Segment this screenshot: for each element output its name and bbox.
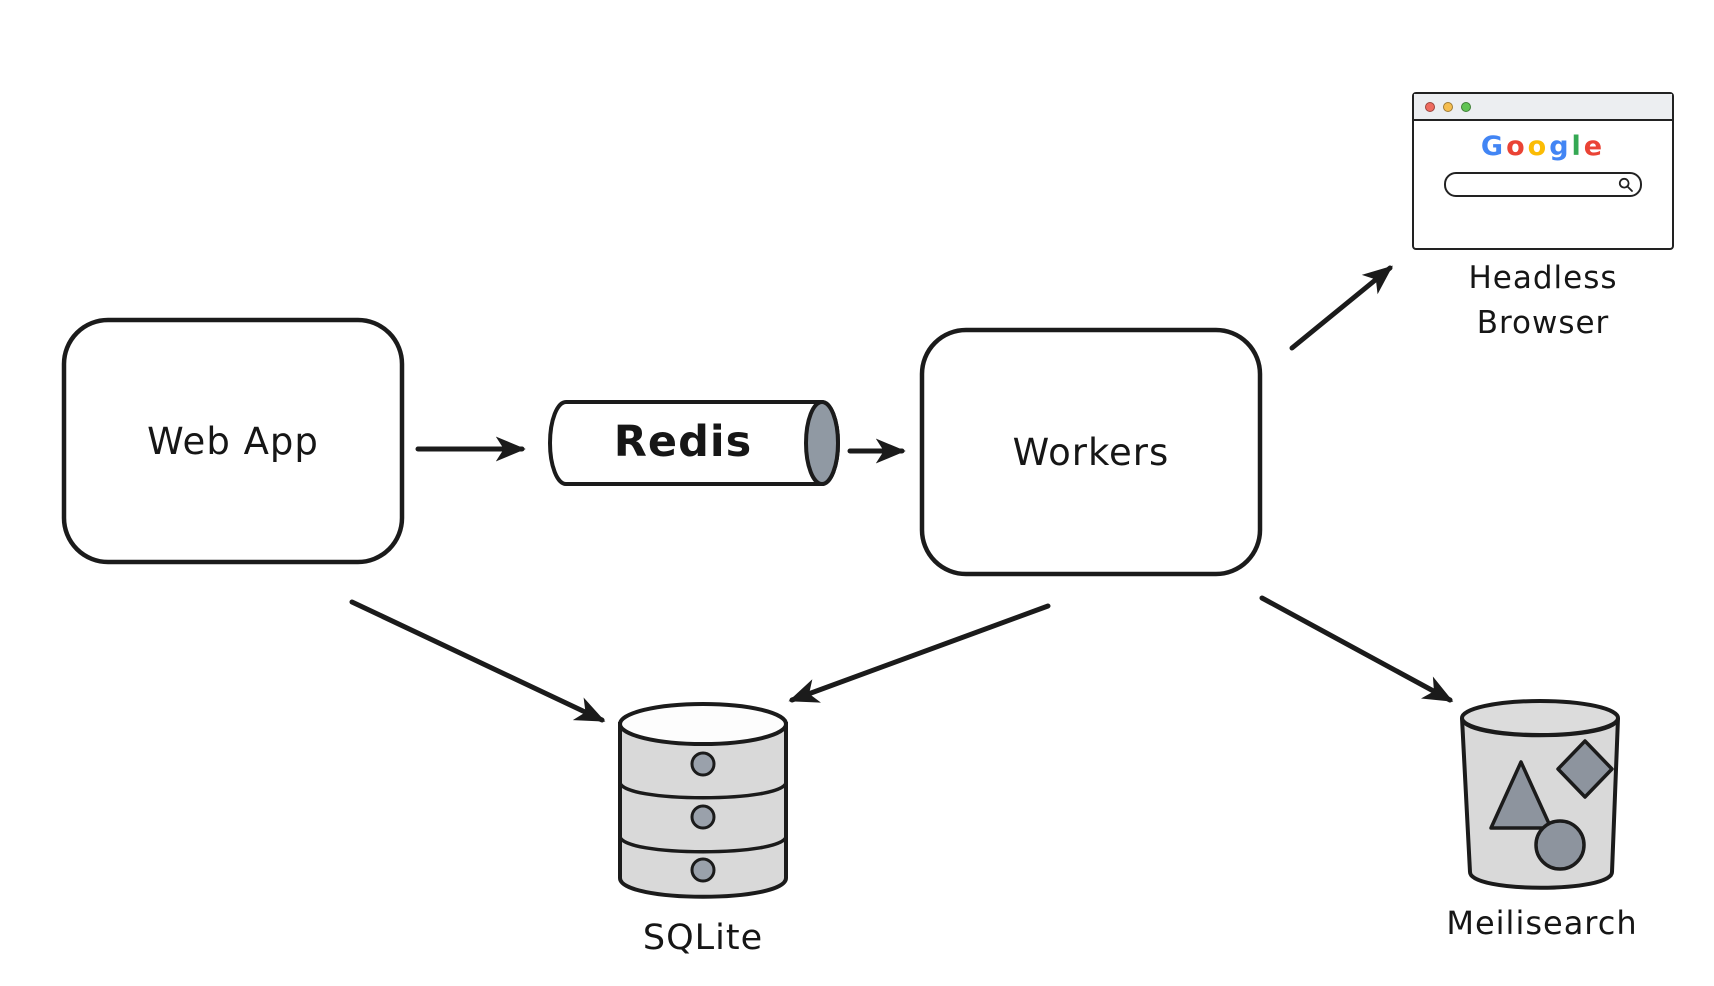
meilisearch-triangle [1489,760,1553,830]
edges-group [349,265,1454,723]
window-dot [1461,101,1471,112]
web-app-box [61,317,405,565]
sqlite-divider-2 [618,835,788,854]
sqlite-top-ellipse [618,702,788,746]
sqlite-divider-1 [618,781,788,800]
headless-browser-label: Headless Browser [1412,256,1674,346]
redis-cylinder-face [804,400,840,486]
sqlite-cylinder [618,702,788,899]
google-logo: Google [1480,131,1606,162]
redis-cylinder [548,400,840,486]
headless-browser-window: Google [1412,92,1674,250]
meilisearch-diamond [1556,739,1614,799]
window-dot [1425,101,1435,112]
browser-search-box [1444,172,1642,197]
edge-workers-headless-browser [1289,265,1393,351]
browser-body: Google [1414,121,1672,197]
edge-webapp-sqlite [349,599,606,723]
workers-box [919,327,1263,577]
edge-workers-meilisearch [1259,595,1454,703]
search-icon [1618,177,1633,192]
sqlite-dot-1 [690,751,716,777]
meilisearch-top-ellipse [1460,699,1620,737]
browser-title-bar [1414,94,1672,121]
sqlite-dot-3 [690,857,716,883]
sqlite-dot-2 [690,804,716,830]
headless-browser-label-line1: Headless [1468,260,1618,296]
edge-workers-sqlite [788,603,1051,703]
headless-browser-label-line2: Browser [1476,304,1610,341]
redis-cylinder-body [548,400,840,486]
meilisearch-bucket [1460,699,1620,890]
meilisearch-circle [1534,819,1586,871]
window-dot [1443,101,1453,112]
